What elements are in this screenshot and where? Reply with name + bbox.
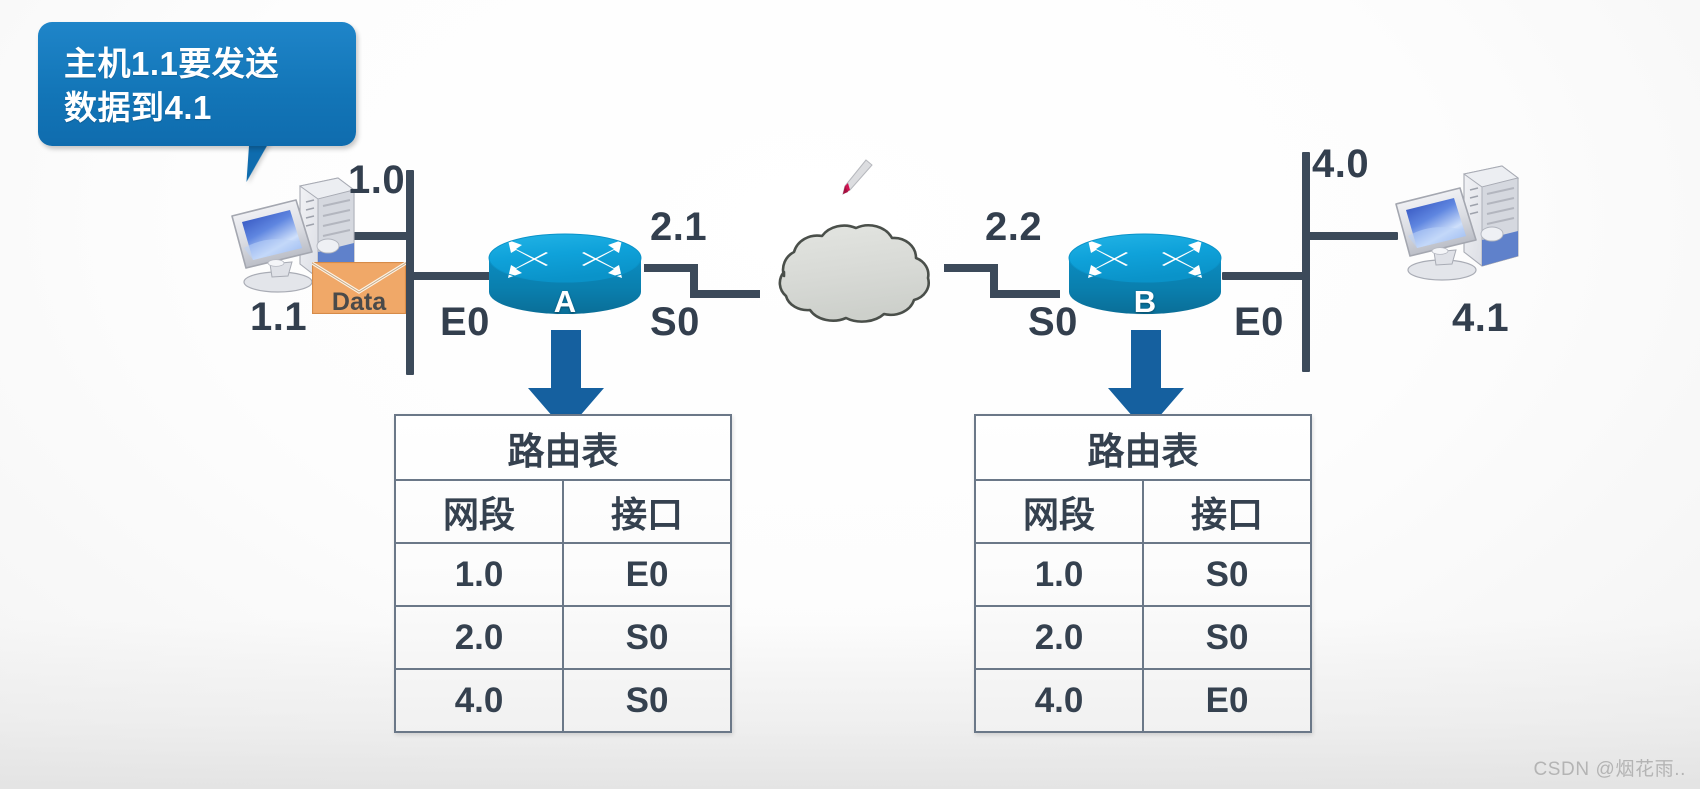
routing-table-a: 路由表 网段 接口 1.0 E0 2.0 S0 4.0 S0	[393, 414, 732, 733]
router-a-right-port-label: S0	[650, 300, 700, 344]
host-right-pc-icon	[1386, 160, 1522, 288]
csdn-watermark: CSDN @烟花雨..	[1533, 759, 1686, 780]
routing-table-a-r2-interface: S0	[562, 668, 732, 733]
router-a-left-port-label: E0	[440, 300, 490, 344]
data-packet-envelope-icon: Data	[312, 262, 406, 316]
table-header-row: 网段 接口	[393, 479, 732, 544]
data-packet-label: Data	[331, 288, 387, 316]
callout-text: 主机1.1要发送 数据到4.1	[64, 45, 279, 126]
router-a-serial-address: 2.1	[650, 205, 708, 249]
router-b-right-port-label: E0	[1234, 300, 1284, 344]
routing-table-a-r1-interface: S0	[562, 605, 732, 670]
segment-left-router-link	[406, 272, 508, 280]
routing-table-a-header-interface: 接口	[562, 479, 732, 544]
host-right-address: 4.1	[1452, 296, 1510, 340]
arrow-to-table-a	[524, 330, 608, 434]
table-row: 4.0 E0	[973, 668, 1312, 733]
segment-right-host-link	[1302, 232, 1398, 240]
routing-table-b: 路由表 网段 接口 1.0 S0 2.0 S0 4.0 E0	[973, 414, 1312, 733]
routing-table-b-r0-interface: S0	[1142, 542, 1312, 607]
router-b-left-port-label: S0	[1028, 300, 1078, 344]
table-title-row: 路由表	[394, 414, 732, 481]
router-b-serial-address: 2.2	[985, 205, 1043, 249]
host-left-pc-icon	[222, 172, 358, 300]
routing-table-b-r1-interface: S0	[1142, 605, 1312, 670]
callout-bubble: 主机1.1要发送 数据到4.1	[38, 22, 356, 146]
router-b-icon: B	[1066, 228, 1224, 324]
routing-table-a-r2-network: 4.0	[393, 668, 565, 733]
routing-table-a-r0-network: 1.0	[393, 542, 565, 607]
routing-table-b-header-interface: 接口	[1142, 479, 1312, 544]
routing-table-b-r0-network: 1.0	[973, 542, 1145, 607]
routing-table-b-title: 路由表	[974, 414, 1312, 481]
table-row: 1.0 S0	[973, 542, 1312, 607]
segment-left-host-link	[340, 232, 410, 240]
router-a-name: A	[553, 284, 577, 319]
router-b-name: B	[1133, 284, 1157, 319]
serial-link-right	[940, 260, 1062, 306]
table-row: 2.0 S0	[393, 605, 732, 670]
segment-right-bus	[1302, 152, 1310, 372]
routing-table-b-r2-network: 4.0	[973, 668, 1145, 733]
routing-table-b-header-network: 网段	[973, 479, 1145, 544]
table-row: 1.0 E0	[393, 542, 732, 607]
wan-cloud-icon	[748, 222, 952, 330]
routing-table-b-r2-interface: E0	[1142, 668, 1312, 733]
segment-left-label: 1.0	[348, 158, 406, 202]
serial-link-left	[640, 260, 760, 306]
table-header-row: 网段 接口	[973, 479, 1312, 544]
table-title-row: 路由表	[974, 414, 1312, 481]
router-a-icon: A	[486, 228, 644, 324]
table-row: 2.0 S0	[973, 605, 1312, 670]
routing-table-a-title: 路由表	[394, 414, 732, 481]
segment-right-label: 4.0	[1312, 142, 1370, 186]
table-row: 4.0 S0	[393, 668, 732, 733]
pen-cursor-icon	[836, 158, 874, 198]
segment-right-router-link	[1222, 272, 1310, 280]
arrow-to-table-b	[1104, 330, 1188, 434]
routing-table-a-r1-network: 2.0	[393, 605, 565, 670]
routing-table-a-header-network: 网段	[393, 479, 565, 544]
routing-table-a-r0-interface: E0	[562, 542, 732, 607]
host-left-address: 1.1	[250, 295, 308, 339]
routing-table-b-r1-network: 2.0	[973, 605, 1145, 670]
